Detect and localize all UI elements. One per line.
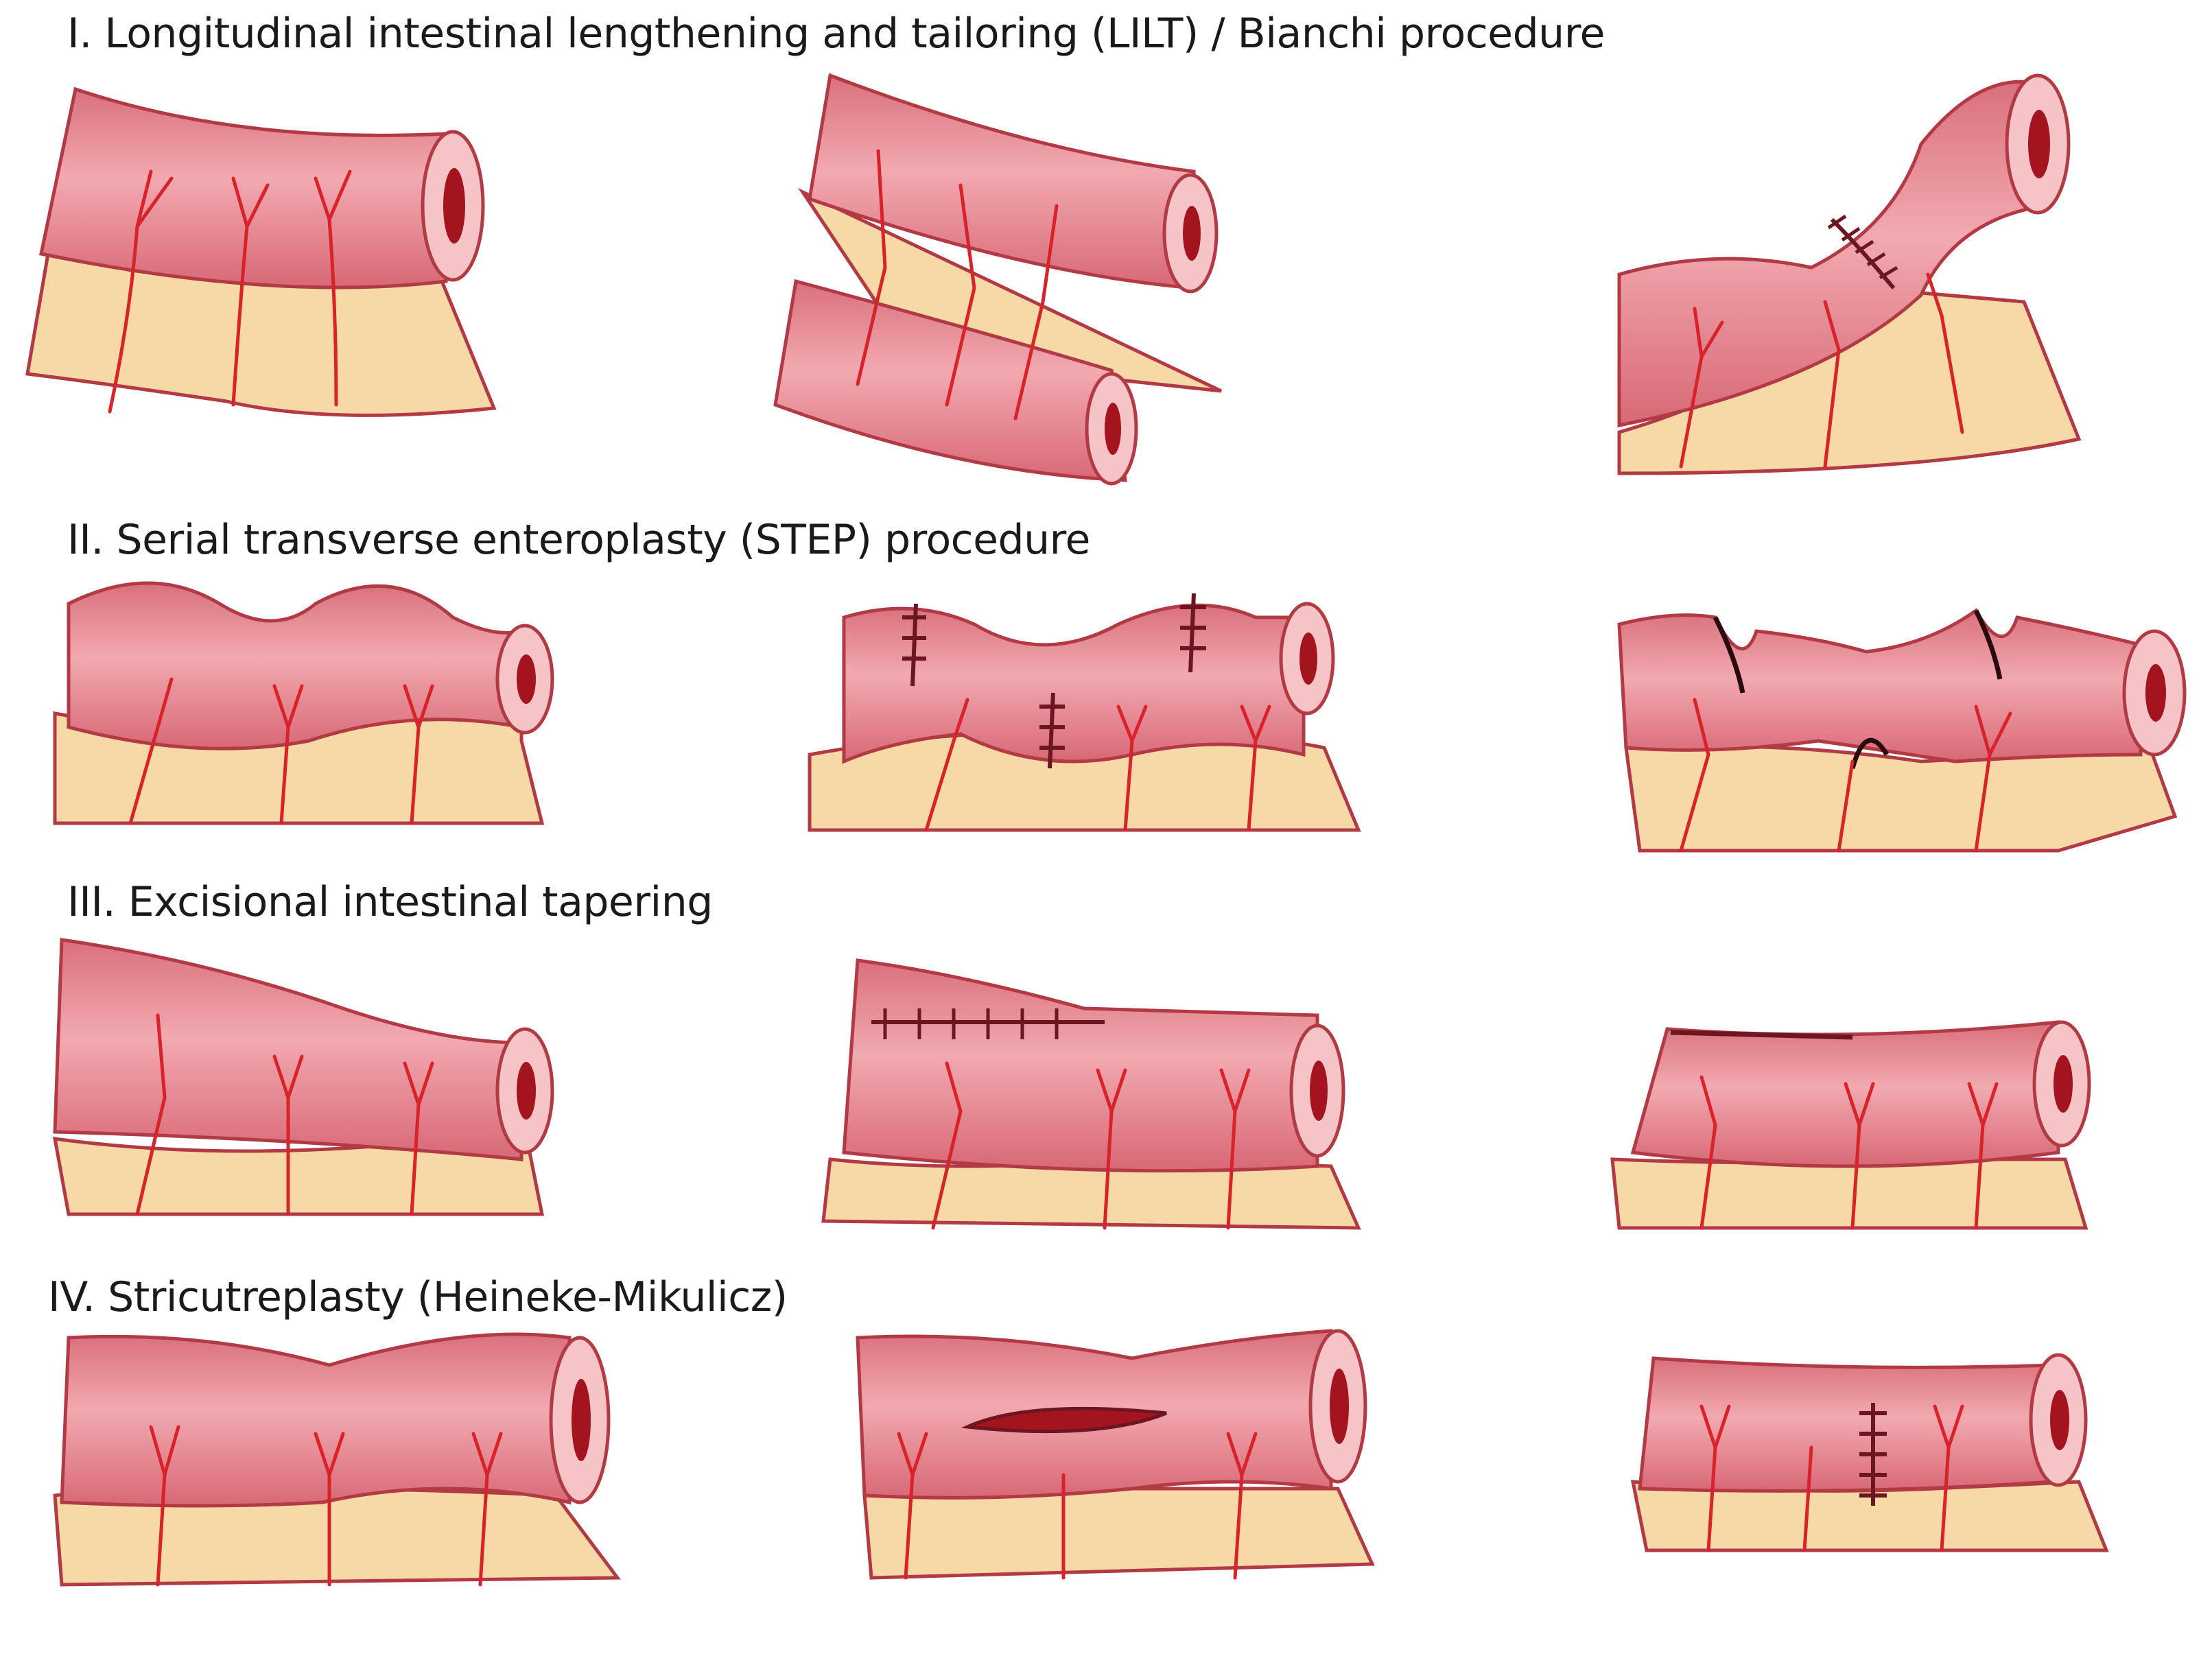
step-before — [53, 581, 554, 825]
section-title-lilt: I. Longitudinal intestinal lengthening a… — [67, 10, 1605, 58]
lilt-before — [25, 86, 497, 417]
section-title-strictureplasty: IV. Stricutreplasty (Heineke-Mikulicz) — [48, 1273, 788, 1321]
stricture-before — [53, 1332, 621, 1587]
stricture-closed — [1630, 1353, 2109, 1552]
step-stapled — [808, 593, 1361, 832]
step-after — [1617, 608, 2187, 853]
section-title-tapering: III. Excisional intestinal tapering — [67, 878, 713, 926]
tapering-stapled — [821, 958, 1361, 1230]
tapering-after — [1610, 1020, 2091, 1230]
lilt-split — [773, 73, 1223, 486]
tapering-before — [52, 938, 554, 1216]
section-title-step: II. Serial transverse enteroplasty (STEP… — [67, 516, 1090, 564]
stricture-incision — [856, 1329, 1375, 1580]
lilt-after — [1617, 73, 2082, 475]
